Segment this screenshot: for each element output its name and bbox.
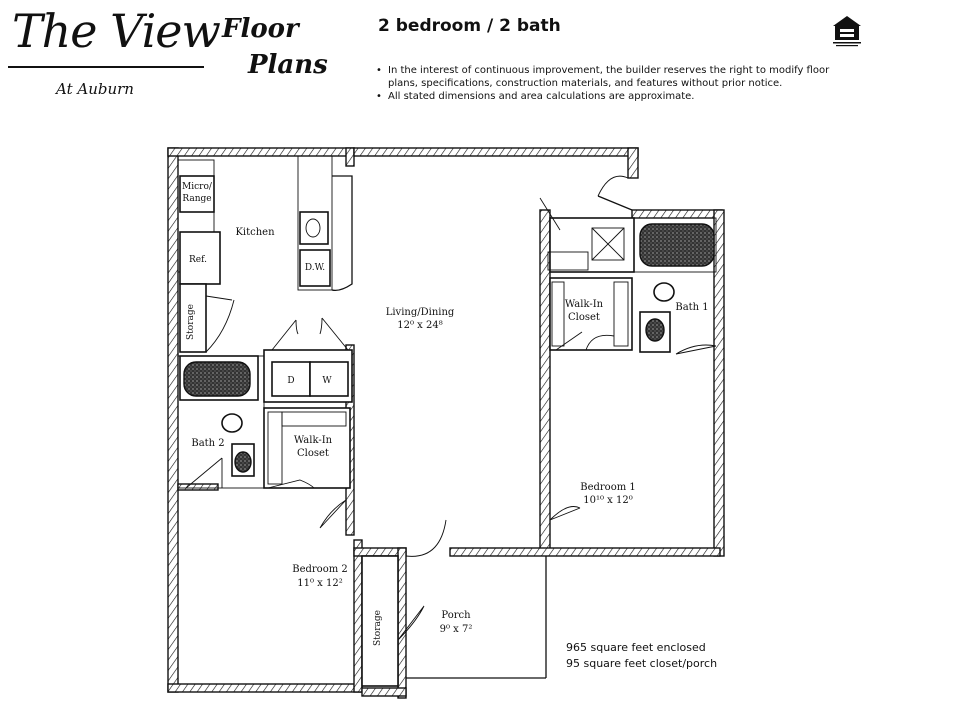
closet2-label-2: Closet bbox=[297, 448, 329, 459]
porch-storage bbox=[361, 555, 399, 687]
bath-1: Bath 1 bbox=[539, 197, 717, 355]
living-dining-label: Living/Dining bbox=[386, 307, 455, 318]
closet2-label: Walk-In bbox=[294, 435, 333, 446]
kitchen-area: Micro/ Range Ref. Kitchen D.W. Storage bbox=[177, 155, 353, 353]
washer-label: W bbox=[322, 376, 332, 386]
floor-plans-heading-line1: Floor bbox=[222, 14, 299, 44]
kitchen-storage-label: Storage bbox=[186, 304, 196, 340]
living-dining-dims: 12⁰ x 24⁸ bbox=[397, 320, 442, 331]
bedroom2-label: Bedroom 2 bbox=[292, 564, 348, 575]
closet1-label-2: Closet bbox=[568, 312, 600, 323]
dishwasher bbox=[299, 249, 331, 287]
kitchen-peninsula bbox=[331, 175, 353, 292]
bath1-linen-door bbox=[539, 197, 561, 231]
micro-range bbox=[179, 175, 215, 213]
refrigerator-label: Ref. bbox=[189, 255, 207, 265]
bath1-door-swing bbox=[675, 344, 717, 355]
bedroom2-door-swing bbox=[319, 499, 347, 529]
bedroom1-dims: 10¹⁰ x 12⁰ bbox=[583, 495, 632, 506]
washer bbox=[309, 361, 349, 397]
disclaimer-note: All stated dimensions and area calculati… bbox=[376, 90, 846, 103]
closet2-door-swing bbox=[267, 479, 315, 489]
kitchen-label: Kitchen bbox=[235, 227, 275, 238]
storage-door-swing bbox=[205, 295, 235, 353]
bath-2: Bath 2 bbox=[177, 355, 265, 489]
brand-underline bbox=[8, 66, 204, 68]
walk-in-closet-2: Walk-In Closet bbox=[263, 407, 351, 489]
laundry-closet: D W bbox=[263, 317, 353, 403]
kitchen-storage-closet bbox=[179, 283, 207, 353]
disclaimer-note: In the interest of continuous improvemen… bbox=[376, 64, 846, 90]
walk-in-closet-1: Walk-In Closet bbox=[549, 277, 633, 351]
bath2-label: Bath 2 bbox=[191, 438, 224, 449]
bedroom2-dims: 11⁰ x 12² bbox=[297, 578, 342, 589]
kitchen-sink bbox=[299, 211, 329, 245]
closet1-door-swing bbox=[555, 331, 615, 351]
entry-door-swing bbox=[597, 175, 629, 197]
bath2-door-swing bbox=[185, 457, 223, 489]
bedroom1-label: Bedroom 1 bbox=[580, 482, 636, 493]
disclaimer-notes: In the interest of continuous improvemen… bbox=[376, 64, 846, 103]
bath1-linen bbox=[591, 227, 625, 261]
bath1-label: Bath 1 bbox=[675, 302, 708, 313]
area-closet-porch: 95 square feet closet/porch bbox=[566, 657, 717, 670]
brand-title: The View bbox=[12, 4, 221, 58]
closet1-label: Walk-In bbox=[565, 299, 604, 310]
laundry-bifold-doors bbox=[271, 317, 349, 351]
porch-door-swing bbox=[405, 519, 447, 620]
equal-housing-opportunity-logo-icon bbox=[833, 16, 861, 47]
porch-label: Porch bbox=[441, 610, 471, 621]
porch-area: Storage Porch 9⁰ x 7² bbox=[361, 519, 547, 687]
bath2-sink bbox=[221, 413, 243, 433]
bath2-tub bbox=[183, 361, 251, 397]
bedroom1-door-swing bbox=[549, 506, 581, 521]
brand-subtitle: At Auburn bbox=[56, 80, 134, 98]
dishwasher-label: D.W. bbox=[305, 263, 325, 273]
area-enclosed: 965 square feet enclosed bbox=[566, 641, 706, 654]
dryer-label: D bbox=[287, 376, 294, 386]
bath1-sink bbox=[653, 282, 675, 302]
micro-range-label-2: Range bbox=[182, 194, 211, 204]
unit-type-heading: 2 bedroom / 2 bath bbox=[378, 16, 561, 36]
entry-door bbox=[597, 195, 633, 211]
micro-range-label: Micro/ bbox=[182, 182, 213, 192]
bath1-tub bbox=[639, 223, 715, 267]
porch-storage-label: Storage bbox=[373, 610, 383, 646]
floor-plans-heading-line2: Plans bbox=[248, 50, 328, 80]
porch-storage-door bbox=[397, 605, 425, 641]
porch-dims: 9⁰ x 7² bbox=[440, 624, 473, 635]
